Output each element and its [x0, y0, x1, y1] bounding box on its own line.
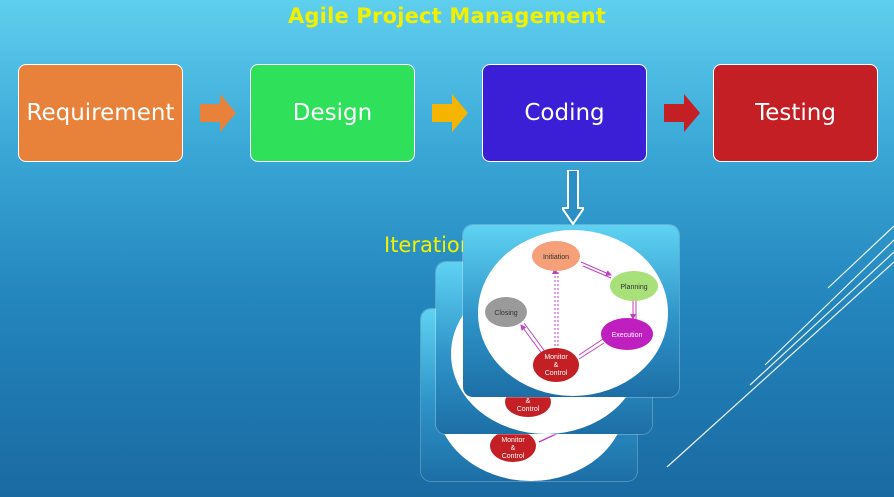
cycle-connectors	[520, 261, 637, 360]
node-label: Control	[517, 406, 540, 413]
iteration-label: Iteration	[384, 233, 474, 257]
node-label: Monitor	[544, 354, 568, 361]
node-label: Planning	[620, 284, 647, 291]
step-coding[interactable]: Coding	[482, 64, 647, 162]
step-label: Testing	[755, 100, 836, 126]
node-label: &	[526, 398, 531, 405]
node-label: Control	[502, 453, 525, 460]
step-label: Coding	[524, 100, 605, 126]
node-planning: Planning	[610, 271, 658, 301]
step-label: Requirement	[26, 100, 175, 126]
page-title: Agile Project Management	[287, 4, 607, 28]
node-label: Control	[545, 370, 568, 377]
node-label: Closing	[494, 310, 517, 317]
node-label: Monitor	[501, 437, 525, 444]
node-label: &	[554, 362, 559, 369]
arrow-right-icon	[200, 94, 236, 132]
node-label: Execution	[612, 332, 643, 339]
step-testing[interactable]: Testing	[713, 64, 878, 162]
step-design[interactable]: Design	[250, 64, 415, 162]
node-execution: Execution	[601, 318, 653, 350]
iteration-card-front: Initiation Planning Execution Closing Mo…	[463, 225, 679, 397]
arrow-right-icon	[664, 94, 700, 132]
arrow-right-icon	[432, 94, 468, 132]
step-label: Design	[292, 100, 373, 126]
node-initiation: Initiation	[532, 241, 580, 271]
node-monitor-control: Monitor & Control	[533, 348, 579, 382]
node-closing: Closing	[485, 297, 527, 327]
node-label: &	[511, 445, 516, 452]
node-label: Initiation	[543, 254, 569, 261]
step-requirement[interactable]: Requirement	[18, 64, 183, 162]
arrow-down-icon	[562, 170, 584, 226]
